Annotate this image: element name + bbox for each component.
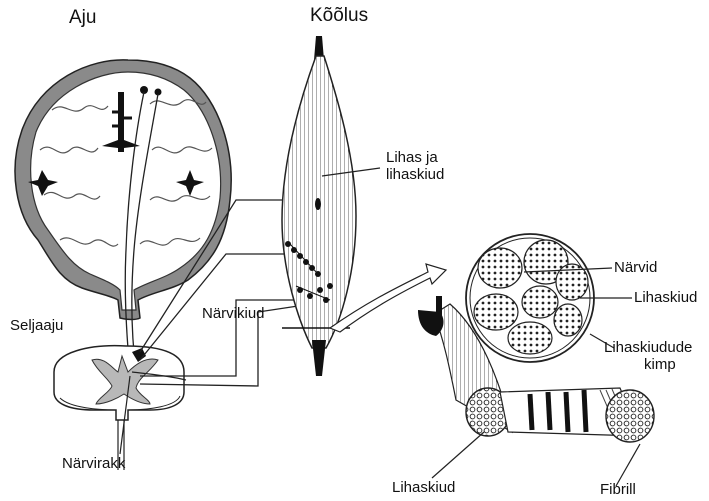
label-tendon: Kõõlus [310,6,368,27]
label-brain: Aju [69,8,96,29]
label-muscle-fibers-right: Lihaskiud [634,290,697,307]
label-muscle-line-1: Lihas ja [386,150,444,167]
label-muscle-line-2: lihaskiud [386,167,444,184]
label-muscle-fibers-bottom: Lihaskiud [392,480,455,497]
fascicle [478,248,522,288]
label-nerves: Närvid [614,260,657,277]
muscle-cross-section [466,234,594,362]
label-nerve-fiber: Närvikiud [202,306,265,323]
fascicle [474,294,518,330]
label-fascicle: Lihaskiudude kimp [604,340,692,373]
label-fascicle-line-1: Lihaskiudude [604,340,692,357]
fascicle [508,322,552,354]
label-spinal-cord: Seljaaju [10,318,63,335]
fascicle [522,286,558,318]
label-fibril: Fibrill [600,482,636,499]
fibril-end [606,390,654,442]
label-fascicle-line-2: kimp [604,357,692,374]
fascicle [554,304,582,336]
tendon-bottom [312,340,326,376]
label-muscle-and-fibers: Lihas ja lihaskiud [386,150,444,183]
label-nerve-cell: Närvirakk [62,456,125,473]
